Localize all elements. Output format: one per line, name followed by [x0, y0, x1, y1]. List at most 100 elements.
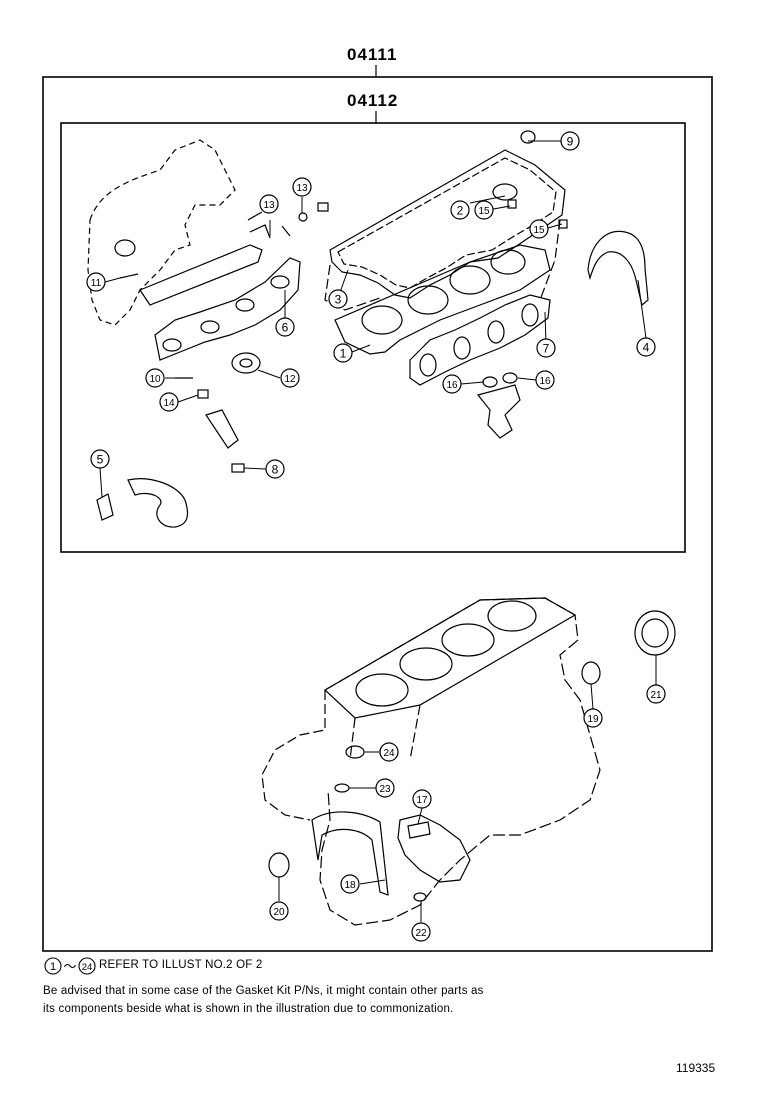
- callout-5: 5: [90, 449, 110, 469]
- cylinder-bore: [399, 647, 453, 681]
- block-side: [261, 690, 421, 821]
- intake-port: [270, 275, 290, 289]
- figure-number: 119335: [676, 1061, 716, 1075]
- callout-number: 9: [567, 135, 574, 149]
- callout-number: 16: [539, 376, 551, 387]
- callout-number: 13: [296, 183, 308, 194]
- callout-number: 15: [533, 225, 545, 236]
- callout-number: 19: [587, 714, 599, 725]
- callout-11: 11: [86, 272, 106, 292]
- callout-number: 6: [282, 321, 289, 335]
- callout-number: 13: [263, 200, 275, 211]
- timing-cover-gasket: [587, 230, 649, 307]
- intake-port: [162, 338, 182, 352]
- oring: [334, 783, 350, 793]
- head-gasket-bore: [361, 305, 403, 335]
- callout-leaders: [99, 140, 657, 922]
- refer-note: REFER TO ILLUST NO.2 OF 2: [99, 959, 263, 971]
- callout-4: 4: [636, 337, 656, 357]
- cylinder-block-outline: [319, 597, 601, 926]
- legend-start-circle: [44, 957, 62, 975]
- legend-separator: ～: [63, 960, 76, 975]
- intake-manifold-gasket: [154, 257, 301, 361]
- callout-number: 11: [91, 278, 102, 289]
- exhaust-port: [487, 320, 505, 344]
- outer-kit-number: 04111: [347, 45, 398, 64]
- callout-16: 16: [535, 370, 555, 390]
- upper-gasket-parts: [87, 130, 649, 528]
- callout-number: 3: [335, 293, 342, 307]
- head-gasket-bore: [407, 285, 449, 315]
- callout-number: 15: [478, 206, 490, 217]
- plug-gasket: [268, 852, 290, 878]
- rear-oil-seal-inner: [641, 618, 669, 648]
- callout-6: 6: [275, 317, 295, 337]
- grommet: [558, 219, 568, 229]
- inner-kit-frame: [60, 122, 686, 553]
- cylinder-bore: [441, 623, 495, 657]
- callout-15: 15: [529, 219, 549, 239]
- oring: [298, 212, 308, 222]
- callout-18: 18: [340, 874, 360, 894]
- valve-cover-gasket-inner: [337, 157, 557, 289]
- exhaust-port: [419, 353, 437, 377]
- callout-number: 4: [643, 341, 650, 355]
- rear-oil-seal: [634, 610, 676, 656]
- advisory-line-1: Be advised that in some case of the Gask…: [43, 985, 484, 997]
- callout-20: 20: [269, 901, 289, 921]
- callout-number: 12: [284, 374, 296, 385]
- callout-3: 3: [328, 289, 348, 309]
- water-hose: [127, 478, 189, 528]
- callout-number: 18: [344, 880, 356, 891]
- callout-number: 2: [457, 204, 464, 218]
- callout-number: 8: [272, 463, 279, 477]
- callout-number: 24: [383, 748, 395, 759]
- callout-number: 10: [149, 374, 161, 385]
- oil-filler-gasket: [492, 183, 518, 201]
- callout-14: 14: [159, 392, 179, 412]
- rear-oil-seal-retainer-gasket: [311, 811, 389, 896]
- head-gasket-bore: [490, 249, 526, 275]
- callout-16: 16: [442, 374, 462, 394]
- engine-block: [261, 597, 676, 926]
- callout-15: 15: [474, 200, 494, 220]
- callout-10: 10: [145, 368, 165, 388]
- outer-kit-frame: [42, 76, 713, 952]
- cylinder-bore: [355, 673, 409, 707]
- intake-port: [200, 320, 220, 334]
- callout-9: 9: [560, 131, 580, 151]
- water-outlet-gasket: [96, 493, 114, 521]
- water-inlet-gasket: [476, 384, 521, 439]
- kit-frames: [42, 65, 713, 952]
- callout-23: 23: [375, 778, 395, 798]
- callout-number: 14: [163, 398, 175, 409]
- callout-number: 1: [340, 347, 347, 361]
- intake-manifold-outline: [87, 139, 236, 326]
- exhaust-port: [521, 303, 539, 327]
- injector-seal: [231, 352, 261, 374]
- oring: [345, 745, 365, 759]
- valve-cover-gasket: [329, 149, 566, 299]
- advisory-line-2: its components beside what is shown in t…: [43, 1003, 454, 1015]
- oring: [502, 372, 518, 384]
- legend-range: 1 ～ 24: [44, 957, 96, 975]
- callout-13: 13: [259, 194, 279, 214]
- callout-17: 17: [412, 789, 432, 809]
- callout-number: 16: [446, 380, 458, 391]
- fuel-rail-gasket: [139, 244, 263, 306]
- callout-22: 22: [411, 922, 431, 942]
- callout-number: 23: [379, 784, 391, 795]
- callout-19: 19: [583, 708, 603, 728]
- callout-21: 21: [646, 684, 666, 704]
- callout-number: 20: [273, 907, 285, 918]
- legend-end-number: 24: [82, 962, 93, 973]
- callouts: 1 2 3 4 5 6 7 8 9 10 11 12 13 13 14 15 1…: [86, 131, 666, 942]
- exhaust-manifold-gasket: [409, 294, 551, 386]
- front-oil-seal: [581, 661, 601, 685]
- o-ring: [197, 389, 209, 399]
- cylinder-head-gasket: [334, 244, 551, 355]
- oring: [482, 376, 498, 388]
- cylinder-bore: [487, 600, 537, 632]
- legend-start-number: 1: [50, 961, 56, 973]
